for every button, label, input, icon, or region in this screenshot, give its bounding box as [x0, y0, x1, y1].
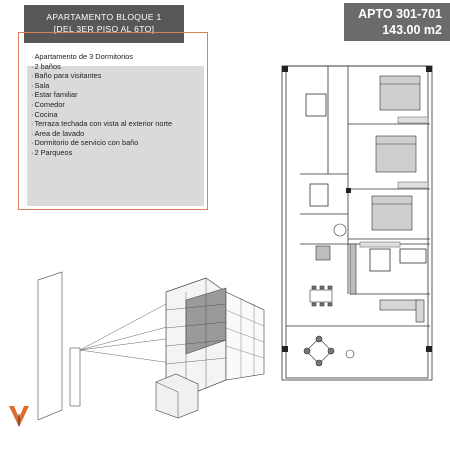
feature-item: Cocina — [31, 110, 172, 120]
feature-item: Dormitorio de servicio con baño — [31, 138, 172, 148]
floor-plan — [281, 65, 433, 381]
feature-item: Baño para visitantes — [31, 71, 172, 81]
feature-item: Area de lavado — [31, 129, 172, 139]
feature-item: Comedor — [31, 100, 172, 110]
building-diagram — [37, 271, 265, 420]
feature-item: Sala — [31, 81, 172, 91]
orange-frame — [18, 32, 208, 210]
title-line-1: APARTAMENTO BLOQUE 1 — [46, 12, 162, 22]
features-list: Apartamento de 3 Dormitorios 2 baños Bañ… — [31, 52, 172, 158]
feature-item: Terraza techada con vista al exterior no… — [31, 119, 172, 129]
title-line-2: [DEL 3ER PISO AL 6TO] — [53, 24, 155, 34]
feature-item: Estar familiar — [31, 90, 172, 100]
title-box: APARTAMENTO BLOQUE 1 [DEL 3ER PISO AL 6T… — [24, 5, 184, 43]
feature-item: 2 baños — [31, 62, 172, 72]
logo-mark-icon — [9, 406, 29, 427]
unit-code: APTO 301-701 — [358, 7, 442, 21]
feature-item: 2 Parqueos — [31, 148, 172, 158]
unit-box: APTO 301-701 143.00 m2 — [344, 3, 450, 41]
unit-area: 143.00 m2 — [382, 23, 442, 37]
feature-item: Apartamento de 3 Dormitorios — [31, 52, 172, 62]
